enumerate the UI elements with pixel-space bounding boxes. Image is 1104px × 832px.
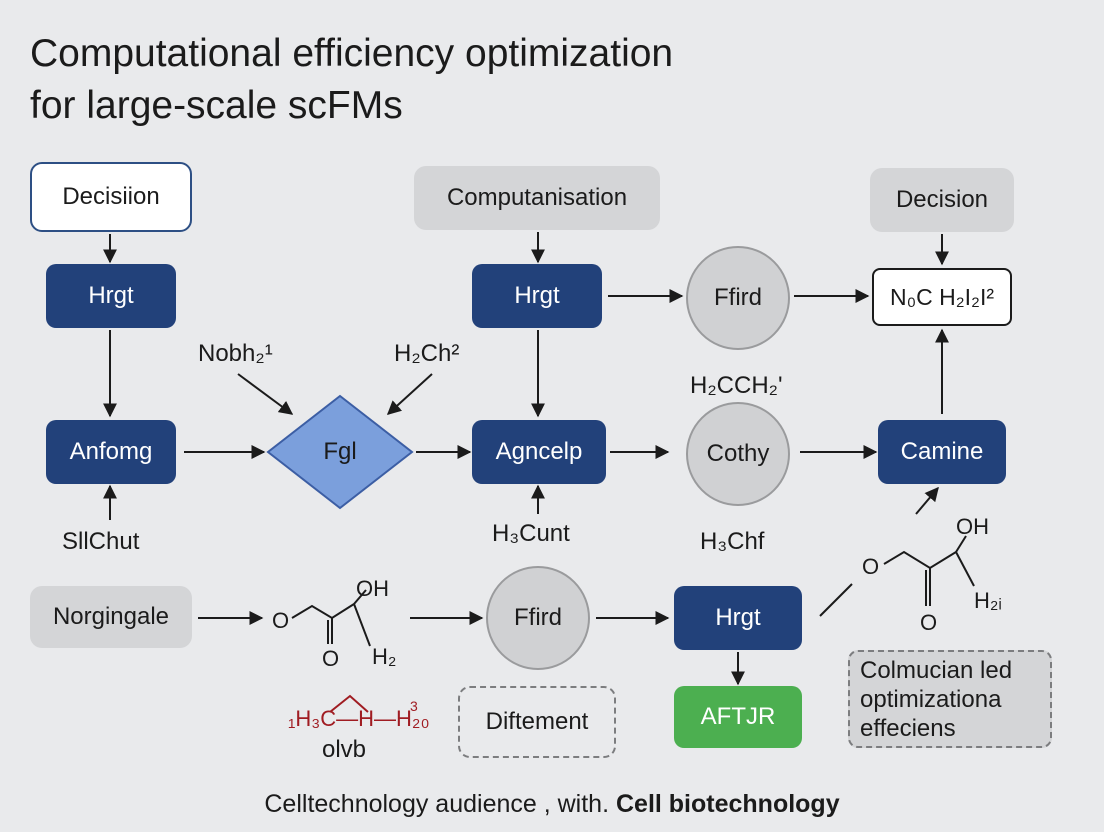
colmucian-line-3: effeciens	[860, 714, 956, 742]
fgl-label: Fgl	[323, 438, 357, 465]
norgingale-label: Norgingale	[52, 603, 170, 630]
h3chf-label: H₃Chf	[700, 528, 765, 555]
anfomg-node[interactable]: Anfomg	[46, 420, 176, 484]
decision-right-label: Decision	[895, 186, 989, 213]
chem-left-h2: H₂	[372, 644, 397, 669]
decision-left-label: Decisiion	[62, 183, 160, 210]
nobh-label: Nobh₂¹	[198, 340, 273, 367]
chem-right-oh: OH	[956, 514, 989, 539]
hrgt-bottom-node[interactable]: Hrgt	[674, 586, 802, 650]
olvb-label: olvb	[322, 736, 367, 763]
hrgt-bottom-label: Hrgt	[715, 604, 761, 631]
ffird-top-label: Ffird	[714, 284, 762, 311]
agncelp-label: Agncelp	[495, 438, 583, 465]
title-line-1: Computational efficiency optimization	[30, 32, 674, 75]
chem-left-oh: OH	[356, 576, 389, 601]
hrgt-mid-label: Hrgt	[514, 282, 560, 309]
arrow-nobh-to-fgl	[237, 373, 294, 415]
anfomg-label: Anfomg	[69, 438, 153, 465]
cothy-label: Cothy	[706, 440, 770, 467]
aftjr-node[interactable]: AFTJR	[674, 686, 802, 748]
h3cunt-label: H₃Cunt	[492, 520, 570, 547]
ffird-top-node[interactable]: Ffird	[686, 246, 790, 350]
arrow-h2ch2-to-fgl	[386, 373, 433, 415]
decision-right-node[interactable]: Decision	[870, 168, 1014, 232]
chem-right-o-ring: O	[862, 554, 880, 579]
colmucian-node[interactable]: Colmucian led optimizationa effeciens	[848, 650, 1052, 748]
h2cch2-label: H₂CCH₂'	[690, 372, 783, 399]
hrgt-left-node[interactable]: Hrgt	[46, 264, 176, 328]
hrgt-mid-node[interactable]: Hrgt	[472, 264, 602, 328]
h2ch2-label: H₂Ch²	[394, 340, 460, 367]
chem-chain-red-sup: 3	[410, 698, 418, 714]
colmucian-line-1: Colmucian led	[860, 656, 1013, 684]
camine-node[interactable]: Camine	[878, 420, 1006, 484]
chem-right-o-bottom: O	[920, 610, 938, 635]
page-title: Computational efficiency optimization fo…	[30, 28, 1030, 132]
chem-chain-red-label: ₁H₃C—H—H₂₀	[288, 706, 430, 731]
chem-structure-left	[291, 603, 355, 620]
colmucian-line-2: optimizationa	[860, 685, 1002, 713]
computanisation-node[interactable]: Computanisation	[414, 166, 660, 230]
footer-prefix: Celltechnology audience , with.	[264, 790, 616, 818]
chem-left-o-bottom: O	[322, 646, 340, 671]
footer-bold: Cell biotechnology	[615, 790, 840, 818]
chem-right-h2: H₂ᵢ	[974, 588, 1002, 613]
ffird-bottom-label: Ffird	[514, 604, 562, 631]
norgingale-node[interactable]: Norgingale	[30, 586, 192, 648]
chem-chain-red	[329, 694, 369, 713]
computanisation-label: Computanisation	[446, 184, 628, 211]
cothy-node[interactable]: Cothy	[686, 402, 790, 506]
formula-box-node[interactable]: N₀C H₂I₂I²	[872, 268, 1012, 326]
chem-structure-right	[883, 550, 957, 570]
title-line-2: for large-scale scFMs	[30, 84, 403, 127]
formula-box-label: N₀C H₂I₂I²	[889, 283, 995, 310]
connector-hrgt-to-chem-right	[819, 583, 853, 617]
diftement-node[interactable]: Diftement	[458, 686, 616, 758]
arrow-chem-to-camine	[915, 486, 939, 515]
ffird-bottom-node[interactable]: Ffird	[486, 566, 590, 670]
diftement-label: Diftement	[485, 708, 589, 735]
aftjr-label: AFTJR	[700, 703, 776, 730]
decision-left-node[interactable]: Decisiion	[30, 162, 192, 232]
silchut-label: SllChut	[62, 528, 140, 555]
camine-label: Camine	[900, 438, 984, 465]
footer-caption: Celltechnology audience , with. Cell bio…	[0, 790, 1104, 819]
chem-left-o-ring: O	[272, 608, 290, 633]
agncelp-node[interactable]: Agncelp	[472, 420, 606, 484]
fgl-diamond	[266, 394, 414, 510]
hrgt-left-label: Hrgt	[88, 282, 134, 309]
